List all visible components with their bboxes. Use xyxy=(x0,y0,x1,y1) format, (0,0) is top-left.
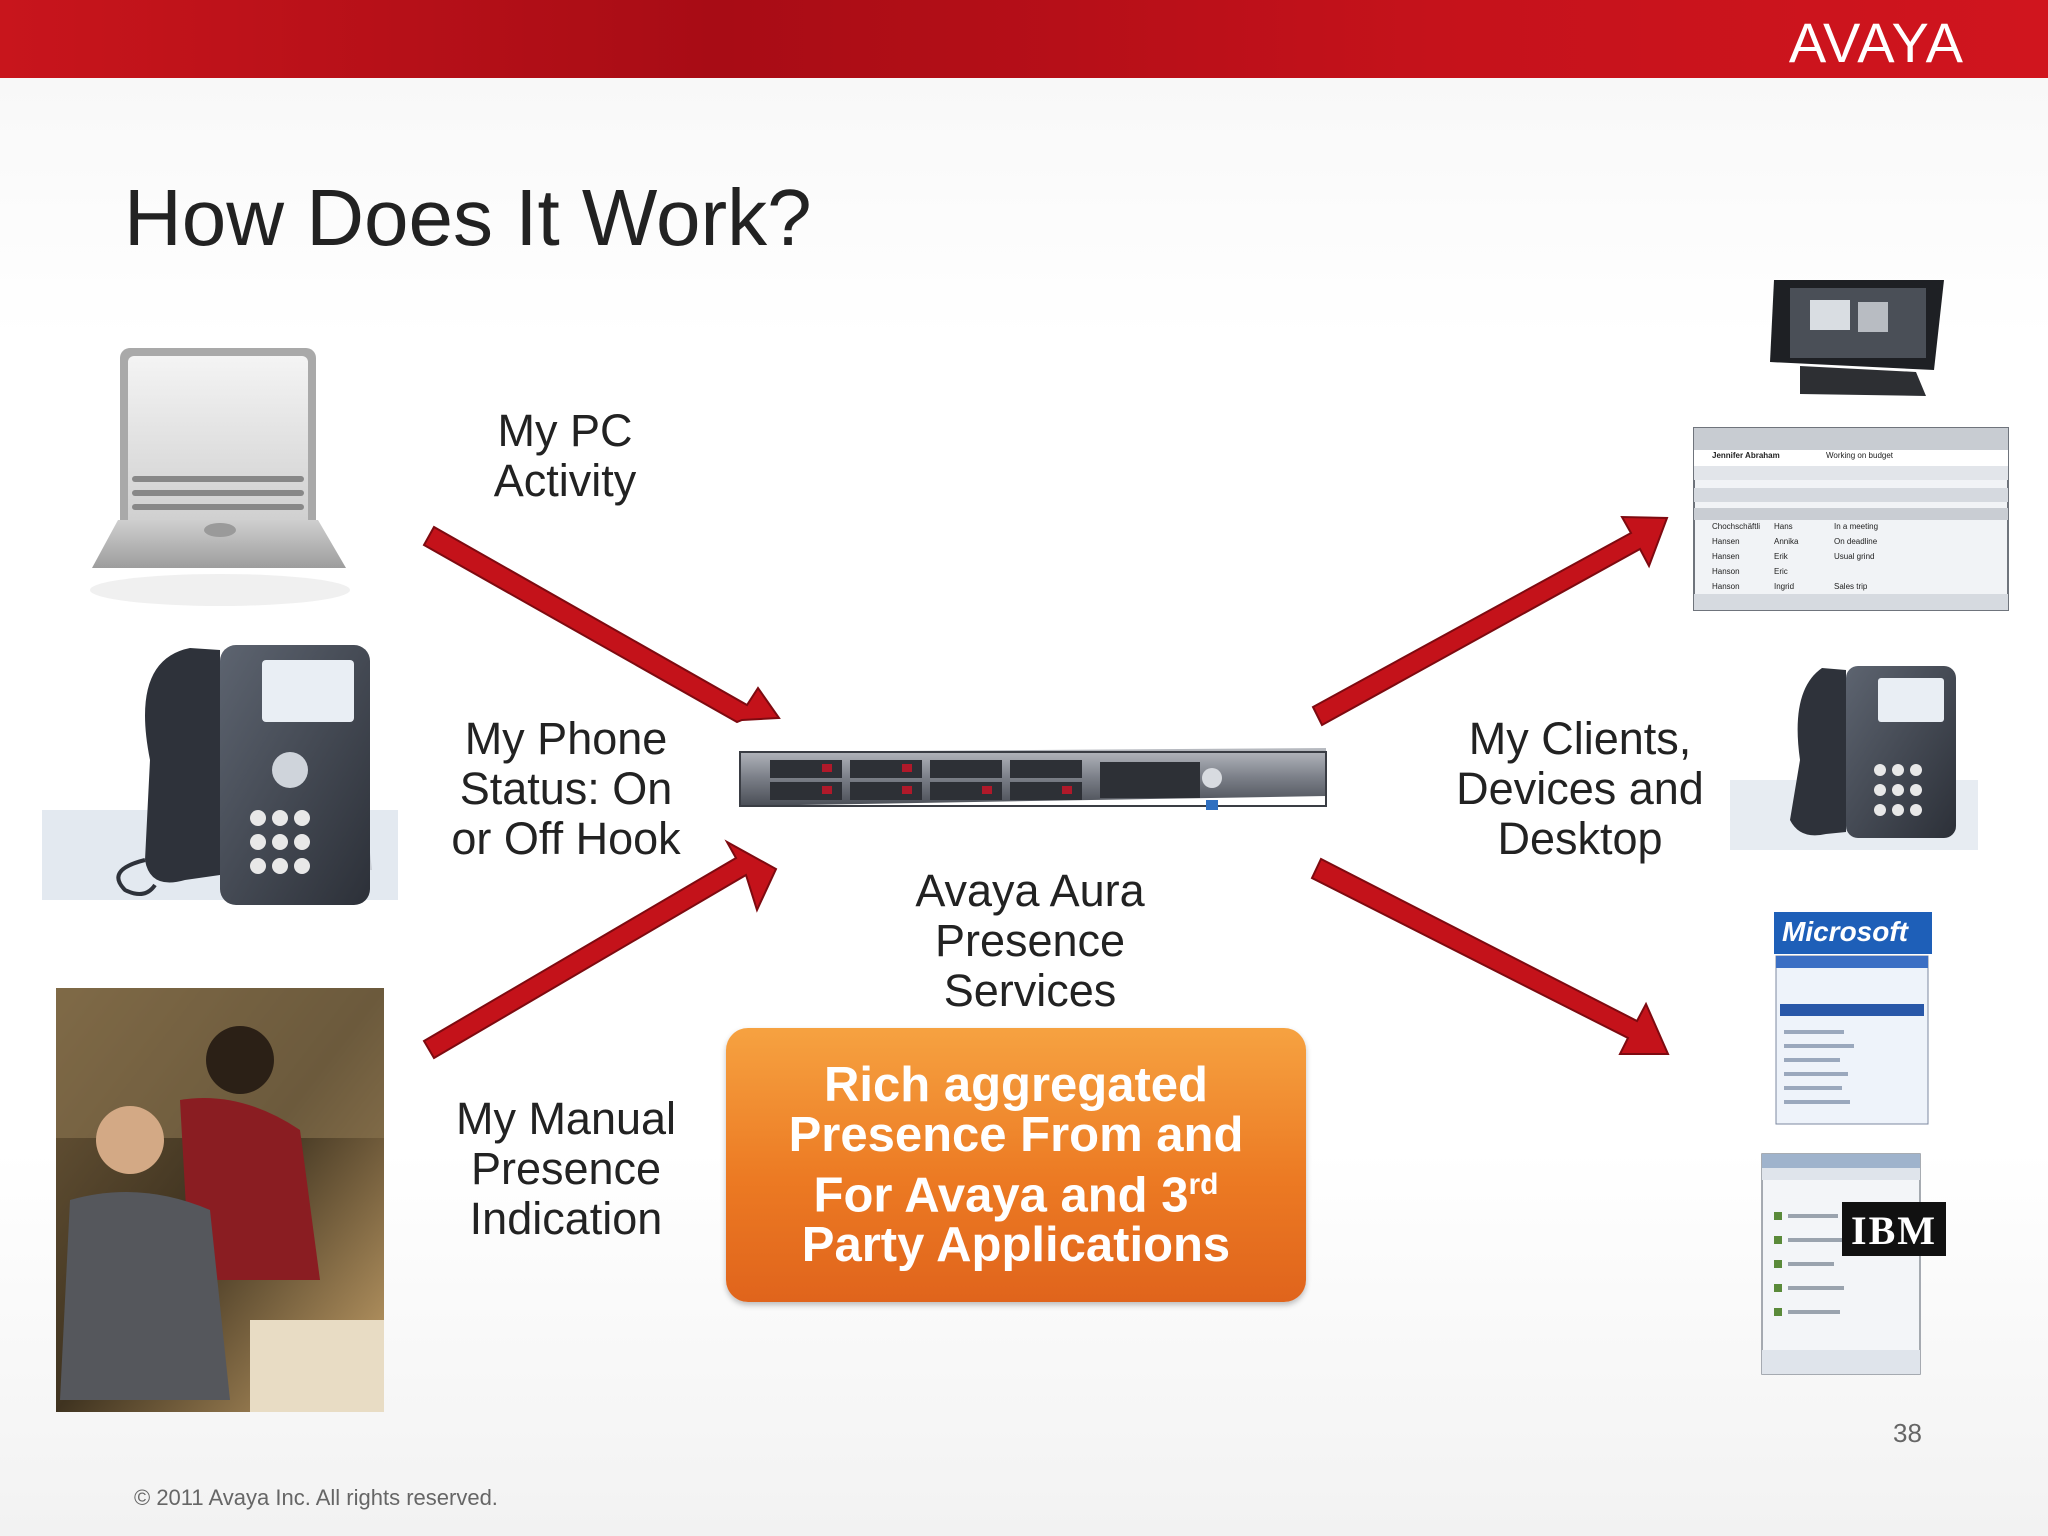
ibm-logo: IBM xyxy=(1851,1208,1937,1253)
onex-contact-name: Jennifer Abraham xyxy=(1712,451,1780,460)
aggregated-presence-callout: Rich aggregated Presence From and For Av… xyxy=(726,1028,1306,1302)
presence-services-label: Avaya Aura Presence Services xyxy=(915,865,1145,1016)
callout-line: Rich aggregated xyxy=(824,1058,1208,1112)
copyright-footer: © 2011 Avaya Inc. All rights reserved. xyxy=(134,1485,498,1510)
header-bar: AVAYA xyxy=(0,0,2048,78)
callout-line: Party Applications xyxy=(801,1218,1231,1273)
manual-presence-label: My Manual Presence Indication xyxy=(455,1093,677,1244)
clients-devices-label: My Clients, Devices and Desktop xyxy=(1456,713,1704,864)
callout-line: For Avaya and 3rd xyxy=(813,1168,1219,1223)
avaya-logo: AVAYA xyxy=(1788,11,1964,74)
page-number: 38 xyxy=(1893,1418,1922,1448)
callout-line: Presence From and xyxy=(788,1108,1244,1162)
slide-title: How Does It Work? xyxy=(124,173,812,262)
onex-status-text: Working on budget xyxy=(1826,451,1894,460)
phone-status-label: My Phone Status: On or Off Hook xyxy=(451,713,681,864)
pc-activity-label: My PC Activity xyxy=(493,405,637,506)
microsoft-logo: Microsoft xyxy=(1782,916,1908,947)
